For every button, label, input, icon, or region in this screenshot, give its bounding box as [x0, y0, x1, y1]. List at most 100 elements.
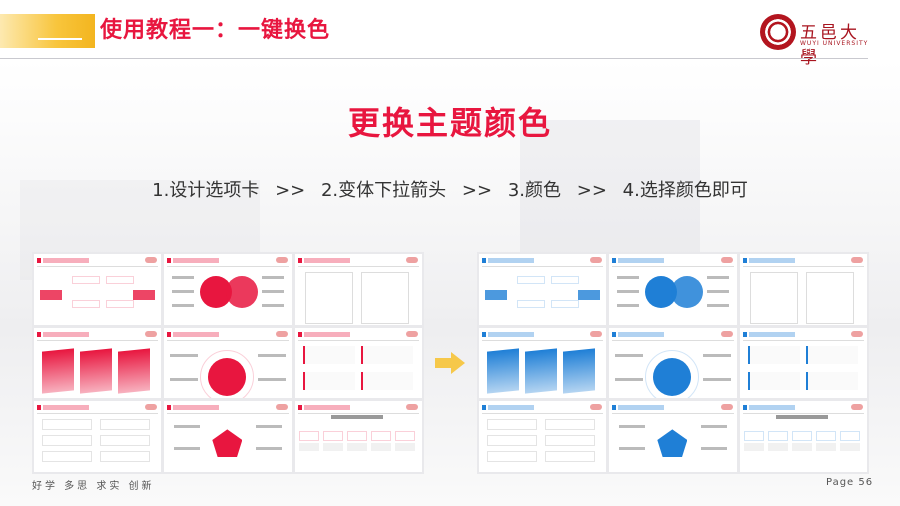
step-3: 3.颜色 [507, 180, 561, 201]
thumb-text [706, 276, 729, 279]
thumb-divider [297, 339, 419, 341]
thumb-box [749, 272, 798, 324]
slide-thumbnail [739, 327, 867, 399]
thumb-cell [298, 443, 319, 452]
thumb-box [106, 300, 134, 308]
thumb-title-text [775, 415, 828, 420]
steps-line: 1.设计选项卡 >> 2.变体下拉箭头 >> 3.颜色 >> 4.选择颜色即可 [0, 176, 900, 202]
thumb-text [255, 425, 282, 429]
thumb-box [747, 371, 800, 390]
slide-thumbnail [34, 401, 162, 472]
thumb-accent [167, 331, 172, 337]
footer-motto: 好学 多思 求实 创新 [32, 481, 155, 492]
thumb-accent [612, 258, 617, 263]
thumb-pentagon [212, 429, 243, 458]
thumb-box [545, 419, 595, 431]
slide-thumbnail [164, 401, 292, 472]
thumb-accent [37, 258, 41, 263]
thumb-cell [767, 431, 788, 442]
thumb-divider [612, 339, 734, 341]
thumb-cell [767, 443, 788, 452]
thumb-logo [406, 404, 418, 411]
thumb-divider [37, 413, 159, 415]
page-title: 使用教程一：一键换色 [100, 18, 331, 43]
thumb-box [747, 345, 800, 364]
thumb-accent [742, 331, 747, 337]
thumb-text [172, 276, 195, 279]
thumb-text [172, 290, 195, 293]
thumb-text [261, 290, 284, 293]
logo-text-en: WUYI UNIVERSITY [800, 40, 869, 47]
thumb-accent [167, 405, 172, 411]
thumb-logo [145, 330, 158, 337]
thumb-text [261, 276, 284, 279]
thumb-title [748, 331, 795, 337]
thumb-title [303, 258, 350, 263]
thumb-text [617, 276, 640, 279]
thumb-cell [298, 431, 319, 442]
university-logo: 五邑大學 WUYI UNIVERSITY [760, 12, 870, 68]
thumb-box [487, 451, 537, 463]
thumb-divider [482, 266, 604, 267]
step-separator: >> [275, 180, 306, 201]
thumb-box [485, 290, 507, 300]
thumb-title [173, 258, 220, 263]
thumb-logo [275, 330, 288, 337]
thumb-pentagon [657, 429, 688, 458]
thumb-title [618, 331, 665, 337]
thumb-title [43, 258, 89, 263]
slide-thumbnail [294, 254, 422, 325]
thumb-accent [742, 258, 747, 263]
thumb-title-text [330, 415, 383, 420]
thumb-text [174, 447, 201, 451]
thumb-logo [406, 257, 418, 263]
thumb-text [261, 304, 284, 307]
slide-thumbnail [164, 327, 292, 399]
thumb-text [706, 290, 729, 293]
thumb-box [42, 419, 92, 431]
thumb-box [360, 371, 413, 390]
thumb-box [360, 272, 409, 324]
thumb-title [618, 258, 665, 263]
main-heading: 更换主题颜色 [347, 104, 552, 142]
thumb-divider [167, 339, 289, 341]
thumb-logo [720, 404, 733, 411]
thumb-divider [297, 266, 419, 267]
slide-thumbnail [609, 327, 737, 399]
thumb-divider [167, 266, 289, 267]
step-1: 1.设计选项卡 [152, 180, 260, 201]
slide-thumbnail [294, 327, 422, 399]
thumb-cell [394, 443, 415, 452]
thumb-accent [742, 405, 747, 411]
thumb-divider [742, 413, 864, 415]
header-divider [0, 58, 868, 59]
step-separator: >> [576, 180, 607, 201]
thumb-cell [322, 431, 343, 442]
university-seal-icon [760, 14, 796, 50]
thumb-text [615, 353, 644, 357]
thumb-text [702, 353, 731, 357]
slide-thumbnail [294, 401, 422, 472]
slides-preview-before [32, 252, 424, 474]
thumb-text [170, 353, 199, 357]
thumb-box [42, 435, 92, 447]
thumb-box [100, 419, 150, 431]
thumb-title [748, 258, 795, 263]
thumb-logo [720, 330, 733, 337]
thumb-logo [851, 404, 863, 411]
thumb-box [805, 371, 858, 390]
thumb-accent [297, 331, 302, 337]
thumb-box [72, 276, 100, 284]
thumb-box [72, 300, 100, 308]
thumb-logo [145, 257, 158, 263]
page-number: Page 56 [826, 477, 874, 488]
thumb-divider [297, 413, 419, 415]
thumb-box [487, 419, 537, 431]
thumb-cell [839, 443, 860, 452]
thumb-text [706, 304, 729, 307]
thumb-logo [590, 404, 603, 411]
thumb-logo [275, 257, 288, 263]
thumb-logo [590, 257, 603, 263]
thumb-circle [671, 276, 704, 308]
thumb-accent [167, 258, 172, 263]
